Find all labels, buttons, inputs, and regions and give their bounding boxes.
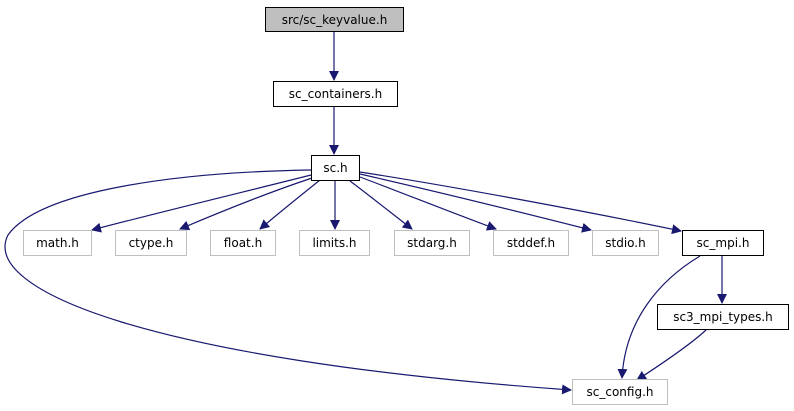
edge-sc-to-float: [259, 179, 321, 230]
node-ctype: ctype.h: [115, 230, 187, 256]
edge-mpi-to-config: [617, 255, 701, 379]
node-stdarg-label: stdarg.h: [407, 236, 457, 250]
node-sc-containers[interactable]: sc_containers.h: [273, 81, 398, 107]
node-sc-config-label: sc_config.h: [587, 385, 654, 399]
node-sc-label[interactable]: sc.h: [323, 161, 347, 175]
edge-sc-to-mpi: [359, 171, 682, 235]
node-float-label: float.h: [224, 236, 262, 250]
node-math: math.h: [23, 230, 92, 256]
edge-sc-to-stdarg: [349, 180, 413, 230]
edge-sc-to-stddef: [359, 176, 497, 231]
node-root-label: src/sc_keyvalue.h: [282, 13, 388, 27]
node-math-label: math.h: [36, 236, 79, 250]
edge-mpitypes-to-config: [636, 329, 707, 381]
node-sc[interactable]: sc.h: [311, 155, 360, 181]
node-stdarg: stdarg.h: [394, 230, 470, 256]
node-sc3-mpi-types-label[interactable]: sc3_mpi_types.h: [673, 310, 773, 324]
edge-sc-to-config: [4, 169, 572, 395]
node-float: float.h: [210, 230, 276, 256]
node-sc-config: sc_config.h: [572, 379, 668, 405]
node-stddef: stddef.h: [493, 230, 569, 256]
node-sc-mpi-label[interactable]: sc_mpi.h: [697, 236, 750, 250]
node-ctype-label: ctype.h: [129, 236, 174, 250]
edge-sc-to-ctype: [179, 177, 313, 231]
node-sc3-mpi-types[interactable]: sc3_mpi_types.h: [657, 304, 789, 330]
node-sc-containers-label[interactable]: sc_containers.h: [289, 87, 382, 101]
edge-sc-to-stdio: [359, 173, 592, 233]
node-stdio: stdio.h: [592, 230, 659, 256]
node-sc-mpi[interactable]: sc_mpi.h: [682, 230, 764, 256]
node-stdio-label: stdio.h: [605, 236, 645, 250]
node-stddef-label: stddef.h: [507, 236, 555, 250]
edge-sc-to-math: [91, 174, 312, 233]
node-root: src/sc_keyvalue.h: [265, 7, 404, 32]
node-limits: limits.h: [299, 230, 370, 256]
node-limits-label: limits.h: [312, 236, 356, 250]
